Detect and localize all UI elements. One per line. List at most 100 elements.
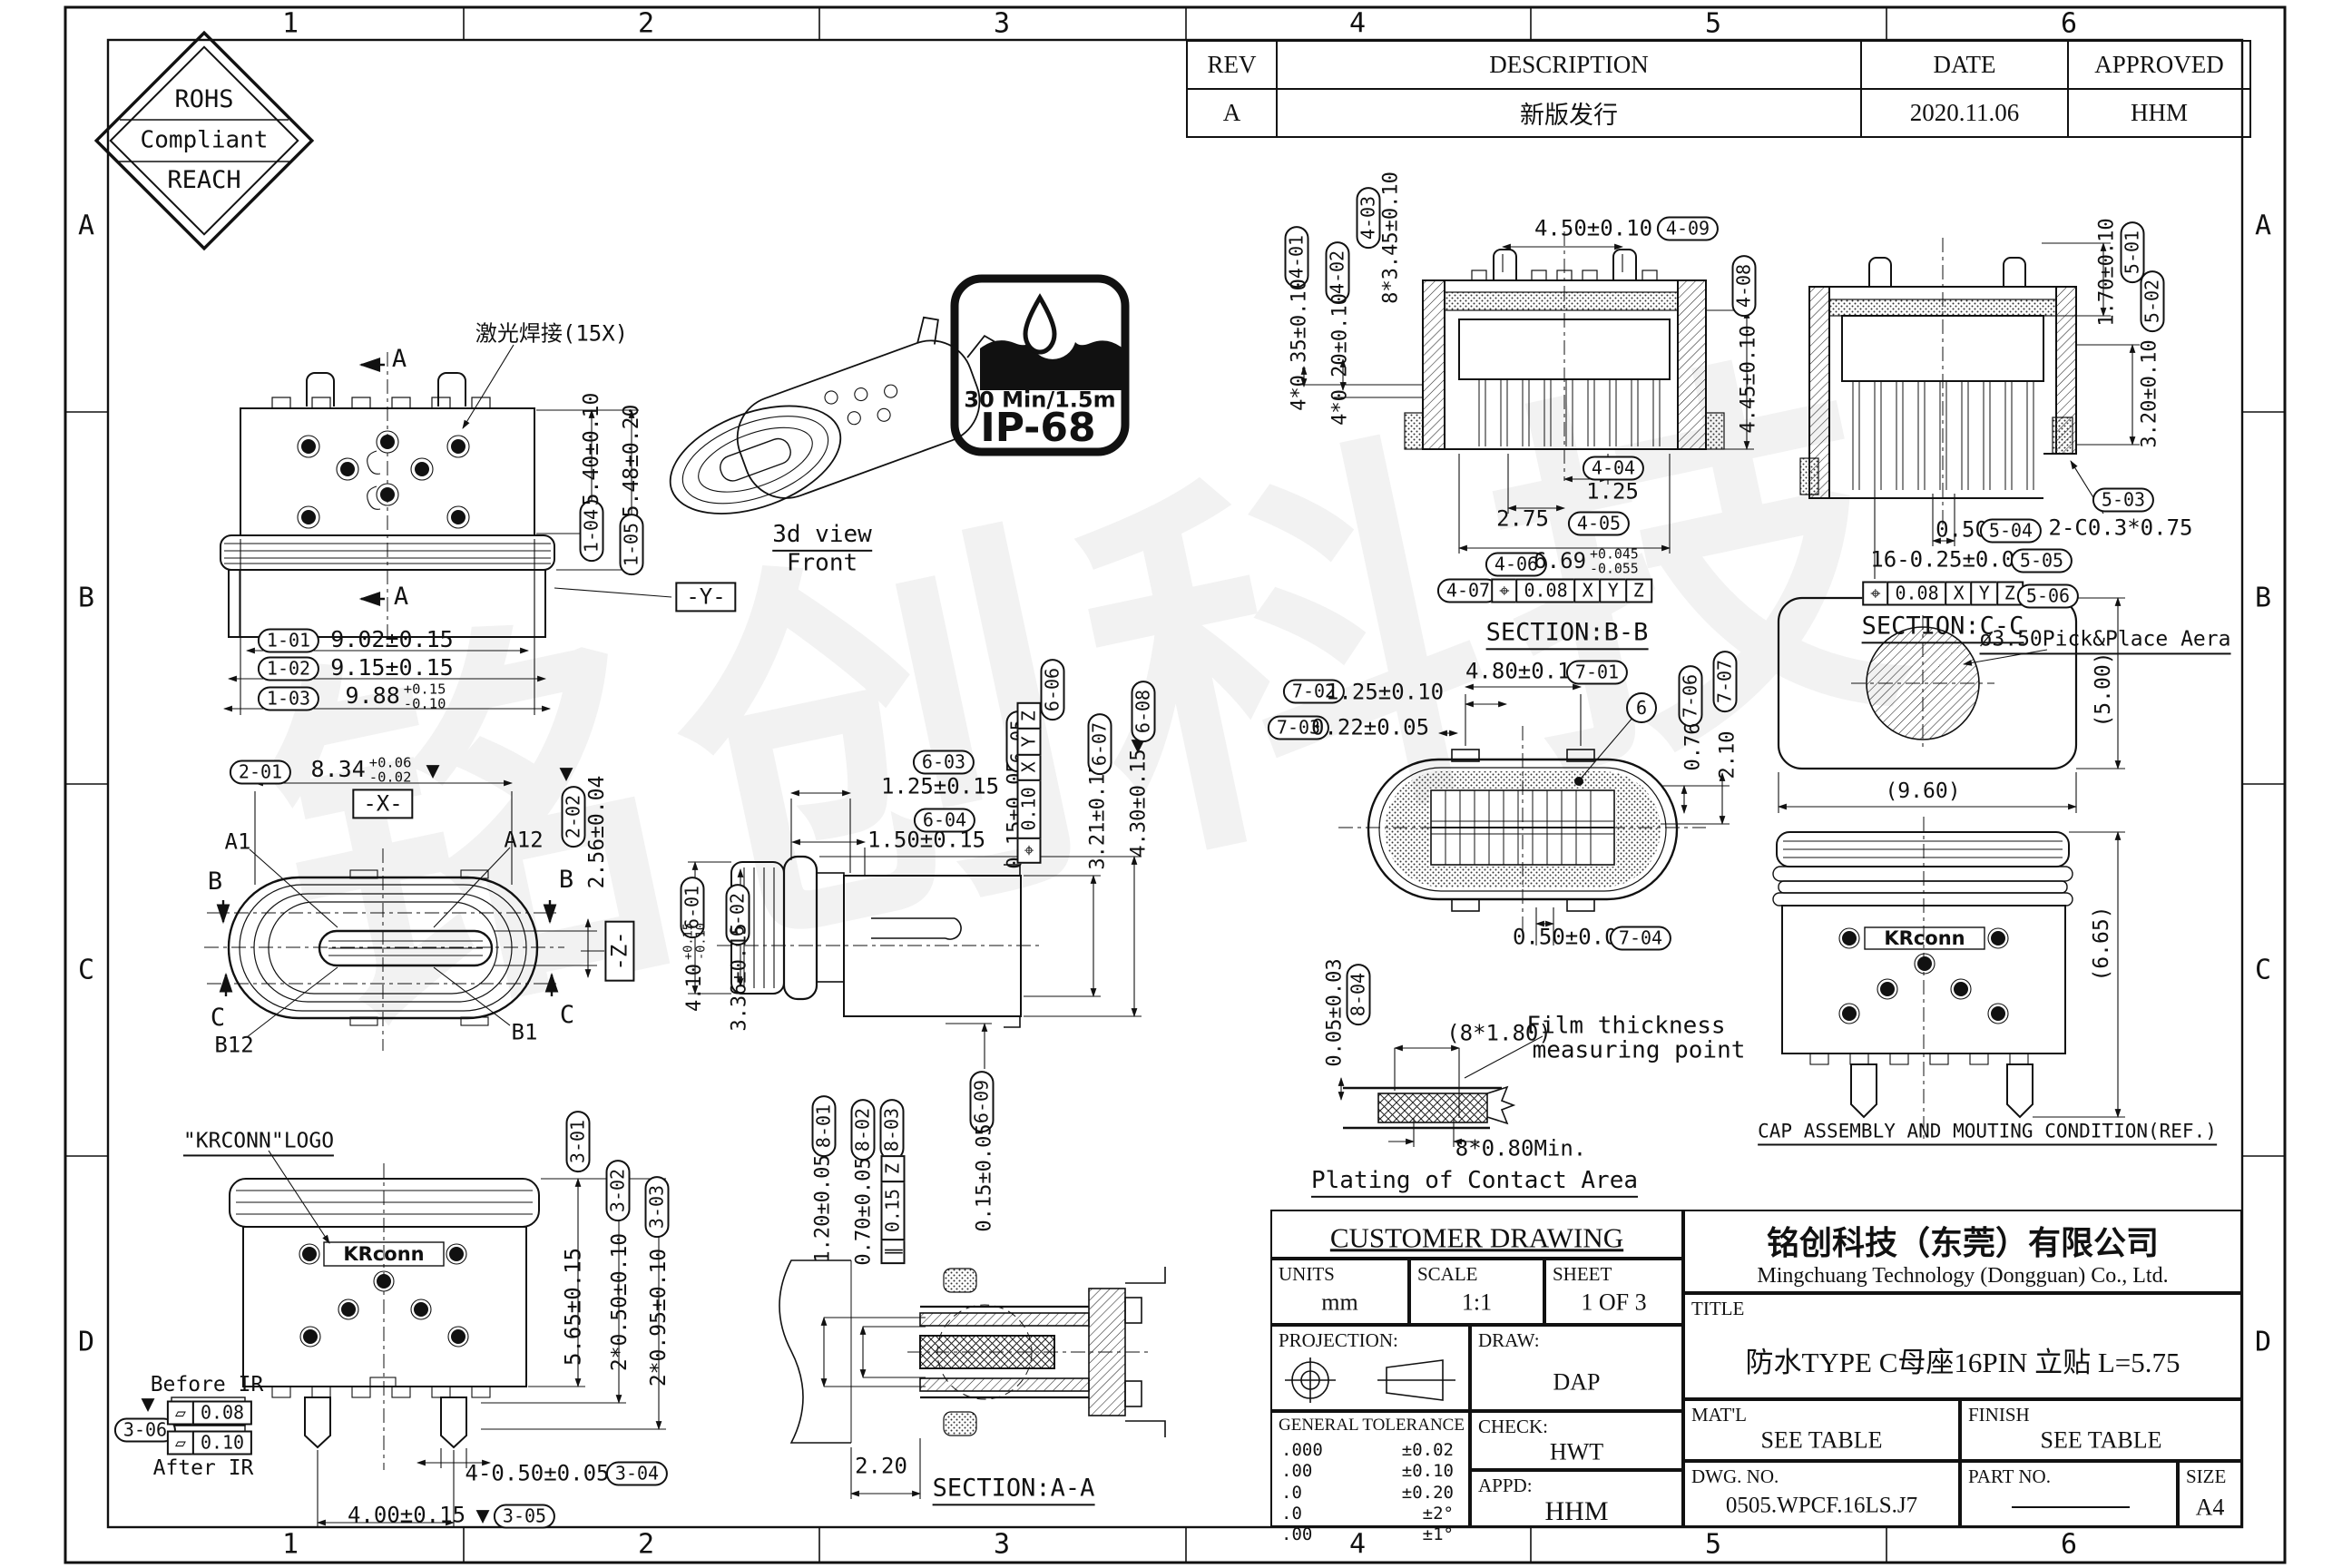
dim-label: 4-0.50±0.05 bbox=[465, 1460, 610, 1486]
dim-label: 5.40±0.10 bbox=[579, 392, 603, 506]
balloon-6-08: 6-08 bbox=[1131, 680, 1156, 743]
dim-label: 3.36±0.15 bbox=[728, 923, 751, 1032]
dim-label: 8*0.80Min. bbox=[1455, 1135, 1587, 1161]
balloon-3-03: 3-03 bbox=[644, 1175, 670, 1239]
matl-value: SEE TABLE bbox=[1760, 1426, 1883, 1454]
balloon-4-09: 4-09 bbox=[1656, 216, 1720, 241]
balloon-7-02: 7-02 bbox=[1282, 679, 1346, 704]
size-value: A4 bbox=[2195, 1494, 2225, 1521]
revision-table: REV DESCRIPTION DATE APPROVED A 新版发行 202… bbox=[1186, 40, 2251, 138]
scale-label: SCALE bbox=[1417, 1263, 1478, 1285]
dim-label: (5.00) bbox=[2091, 652, 2115, 728]
part-no-cell: PART NO. bbox=[1960, 1461, 2178, 1527]
company-name-en: Mingchuang Technology (Dongguan) Co., Lt… bbox=[1757, 1264, 2169, 1288]
dim-label: 16-0.25±0.04 bbox=[1870, 546, 2028, 573]
balloon-6-06: 6-06 bbox=[1040, 658, 1065, 721]
dim-label: 1.25±0.10 bbox=[1325, 679, 1445, 705]
dim-label: ▼ bbox=[475, 1501, 490, 1528]
dim-label: A1 bbox=[224, 828, 251, 855]
dim-label: 0.05±0.03 bbox=[1323, 958, 1347, 1067]
zone-col-6: 6 bbox=[2060, 1528, 2078, 1561]
approved-value: HHM bbox=[2067, 88, 2251, 138]
dim-label: 2-C0.3*0.75 bbox=[2048, 514, 2193, 541]
feature-control-frame: ▱0.08 bbox=[166, 1400, 253, 1426]
revision-row: A 新版发行 2020.11.06 HHM bbox=[1186, 88, 2251, 138]
balloon-4-06: 4-06 bbox=[1485, 552, 1548, 577]
dim-label: 2.56±0.04 bbox=[584, 775, 609, 889]
dim-label: 1.50±0.15 bbox=[867, 827, 986, 853]
dim-label: 3d view bbox=[772, 522, 872, 553]
dim-label: 8*3.45±0.10 bbox=[1379, 172, 1403, 304]
krconn-logo-cap: KRconn bbox=[1884, 926, 1965, 949]
balloon-6-03: 6-03 bbox=[912, 750, 975, 775]
feature-control-frame: ▱0.10 bbox=[166, 1430, 253, 1455]
dim-label: 4.50±0.10 bbox=[1534, 215, 1653, 241]
finish-label: FINISH bbox=[1968, 1404, 2030, 1426]
size-cell: SIZE A4 bbox=[2178, 1461, 2242, 1527]
balloon-1-03: 1-03 bbox=[257, 686, 320, 711]
dwg-no-value: 0505.WPCF.16LS.J7 bbox=[1725, 1493, 1918, 1518]
balloon-5-05: 5-05 bbox=[2010, 548, 2073, 573]
projection-cell: PROJECTION: bbox=[1270, 1325, 1470, 1411]
dim-label: 2*0.50±0.10 bbox=[607, 1232, 632, 1372]
desc-header: DESCRIPTION bbox=[1276, 40, 1862, 90]
dim-label: "KRCONN"LOGO bbox=[182, 1130, 335, 1157]
general-tolerance-label: GENERAL TOLERANCE bbox=[1279, 1416, 1465, 1435]
krconn-logo-bottom: KRconn bbox=[343, 1242, 425, 1265]
balloon-3-06: 3-06 bbox=[113, 1417, 177, 1443]
dim-label: After IR bbox=[152, 1455, 254, 1480]
customer-drawing-cell: CUSTOMER DRAWING bbox=[1270, 1210, 1683, 1259]
date-value: 2020.11.06 bbox=[1860, 88, 2069, 138]
dim-label: 4.10+0.15-0.10 bbox=[681, 923, 709, 1012]
scale-cell: SCALE 1:1 bbox=[1409, 1259, 1544, 1325]
dim-label: 9.88+0.15-0.10 bbox=[345, 681, 446, 712]
dim-label: CAP ASSEMBLY AND MOUTING CONDITION(REF.) bbox=[1758, 1121, 2217, 1146]
dim-label: Plating of Contact Area bbox=[1310, 1168, 1639, 1199]
dim-label: 1.70±0.10 bbox=[2095, 218, 2119, 327]
dim-label: C bbox=[559, 1000, 575, 1029]
approved-header: APPROVED bbox=[2067, 40, 2251, 90]
balloon-4-07: 4-07 bbox=[1436, 578, 1500, 603]
dim-label: 2.10 bbox=[1716, 730, 1740, 779]
dim-label: 4.00±0.15 bbox=[347, 1502, 466, 1528]
zone-col-4: 4 bbox=[1348, 7, 1367, 40]
zone-col-5: 5 bbox=[1704, 1528, 1722, 1561]
appd-label: APPD: bbox=[1478, 1475, 1533, 1496]
balloon-2-02: 2-02 bbox=[561, 785, 586, 848]
rev-value: A bbox=[1186, 88, 1278, 138]
zone-row-B: B bbox=[77, 582, 95, 614]
desc-value: 新版发行 bbox=[1276, 88, 1862, 138]
balloon-8-03: 8-03 bbox=[879, 1098, 905, 1161]
dim-label: 4*0.20±0.10 bbox=[1328, 293, 1352, 426]
dim-label: 0.70±0.05 bbox=[852, 1157, 876, 1266]
zone-row-C: C bbox=[2254, 954, 2272, 986]
dim-label: B bbox=[558, 865, 574, 894]
dim-label: -Z- bbox=[604, 920, 635, 982]
zone-col-1: 1 bbox=[281, 7, 299, 40]
zone-col-3: 3 bbox=[993, 1528, 1011, 1561]
dwg-no-label: DWG. NO. bbox=[1691, 1465, 1779, 1487]
dim-label: 6.69+0.045-0.055 bbox=[1534, 545, 1639, 576]
zone-col-2: 2 bbox=[637, 7, 655, 40]
balloon-7-03: 7-03 bbox=[1267, 715, 1330, 740]
units-cell: UNITS mm bbox=[1270, 1259, 1409, 1325]
dim-label: ▼ bbox=[559, 759, 573, 786]
balloon-8-01: 8-01 bbox=[811, 1094, 837, 1158]
dim-label: 8.34+0.06-0.02 bbox=[310, 754, 412, 786]
dim-label: 5.48±0.20 bbox=[619, 404, 643, 518]
balloon-6-07: 6-07 bbox=[1087, 712, 1112, 776]
title-label: TITLE bbox=[1691, 1298, 1745, 1319]
zone-col-6: 6 bbox=[2060, 7, 2078, 40]
ip68-rating: IP-68 bbox=[980, 404, 1096, 451]
dim-label: Before IR bbox=[150, 1372, 264, 1396]
rev-header: REV bbox=[1186, 40, 1278, 90]
balloon-3-04: 3-04 bbox=[605, 1461, 669, 1486]
dim-label: 9.02±0.15 bbox=[330, 625, 454, 652]
general-tolerance-cell: GENERAL TOLERANCE .000±0.02 .00±0.10 .0±… bbox=[1270, 1411, 1470, 1544]
balloon-5-02: 5-02 bbox=[2140, 270, 2165, 333]
dim-label: 9.15±0.15 bbox=[330, 653, 454, 681]
dim-label: measuring point bbox=[1532, 1036, 1746, 1064]
